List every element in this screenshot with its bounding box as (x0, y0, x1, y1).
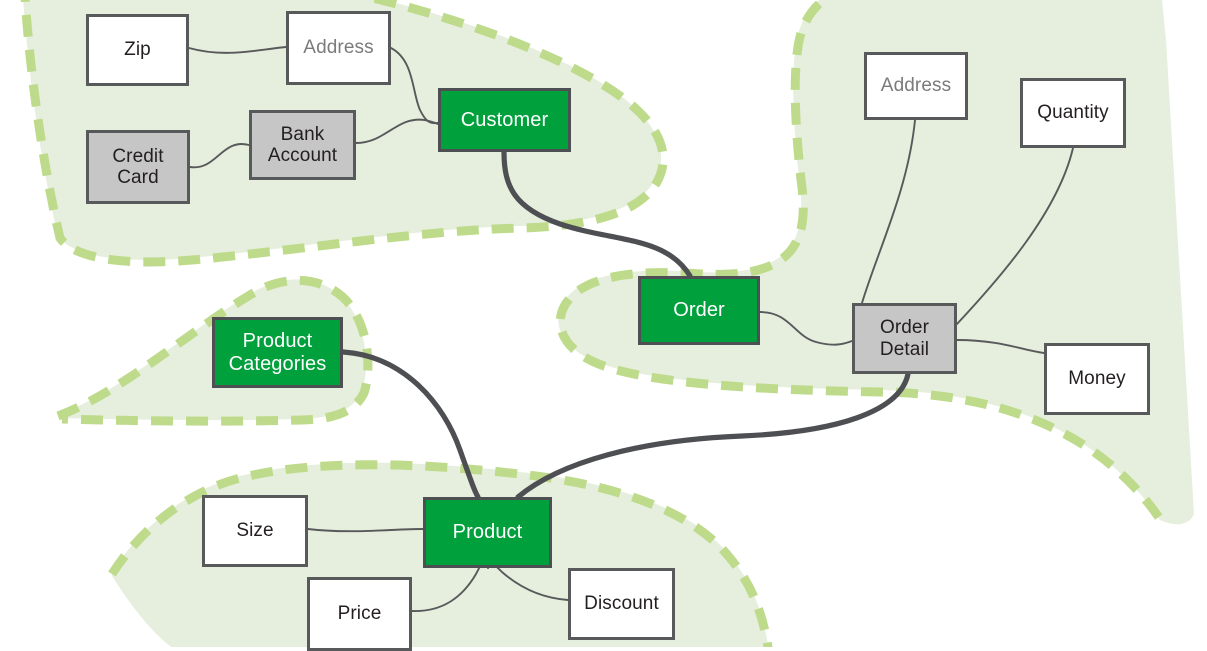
node-quantity-label: Quantity (1037, 102, 1109, 124)
node-zip-label: Zip (124, 39, 151, 61)
node-order-label: Order (673, 299, 725, 322)
edge-order-orderdetail (759, 311, 853, 346)
node-price-label: Price (337, 603, 382, 625)
node-order[interactable]: Order (638, 276, 760, 345)
edge-zip-address (188, 46, 287, 54)
edge-productcategories-product (340, 349, 481, 500)
node-discount-label: Discount (584, 593, 659, 615)
edge-creditcard-bankaccount (189, 143, 250, 169)
edge-quantity-orderdetail (956, 147, 1074, 325)
node-order-detail-label: Order Detail (879, 317, 930, 360)
node-money[interactable]: Money (1044, 343, 1150, 415)
node-product[interactable]: Product (423, 497, 552, 568)
node-money-label: Money (1068, 368, 1126, 390)
node-size-label: Size (236, 520, 274, 542)
edge-address-customer (390, 47, 439, 125)
edge-orderdetail-product (515, 371, 911, 500)
node-size[interactable]: Size (202, 495, 308, 567)
edge-address-orderdetail (861, 119, 916, 304)
edge-discount-product (487, 562, 569, 601)
node-credit-card[interactable]: Credit Card (86, 130, 190, 204)
node-address-customer-label: Address (303, 37, 374, 59)
node-discount[interactable]: Discount (568, 568, 675, 640)
customer-context-border (20, 0, 668, 267)
node-product-categories-label: Product Categories (228, 330, 327, 375)
node-product-categories[interactable]: Product Categories (212, 317, 343, 388)
edge-bankaccount-customer (355, 118, 439, 144)
node-customer[interactable]: Customer (438, 88, 571, 152)
edge-orderdetail-money (956, 339, 1045, 354)
node-address-order[interactable]: Address (864, 52, 968, 120)
node-product-label: Product (452, 521, 523, 544)
node-bank-account-label: Bank Account (267, 123, 338, 166)
edge-customer-order (501, 149, 693, 279)
node-credit-card-label: Credit Card (112, 145, 164, 188)
node-address-customer[interactable]: Address (286, 11, 391, 85)
product-context-border (108, 460, 773, 647)
node-address-order-label: Address (880, 75, 952, 97)
node-bank-account[interactable]: Bank Account (249, 110, 356, 180)
edge-size-product (307, 528, 424, 533)
product-category-context-border (56, 275, 373, 426)
node-quantity[interactable]: Quantity (1020, 78, 1126, 148)
node-zip[interactable]: Zip (86, 14, 189, 86)
node-customer-label: Customer (460, 108, 549, 131)
node-price[interactable]: Price (307, 577, 412, 651)
node-order-detail[interactable]: Order Detail (852, 303, 957, 374)
order-context-border (555, 0, 1166, 525)
